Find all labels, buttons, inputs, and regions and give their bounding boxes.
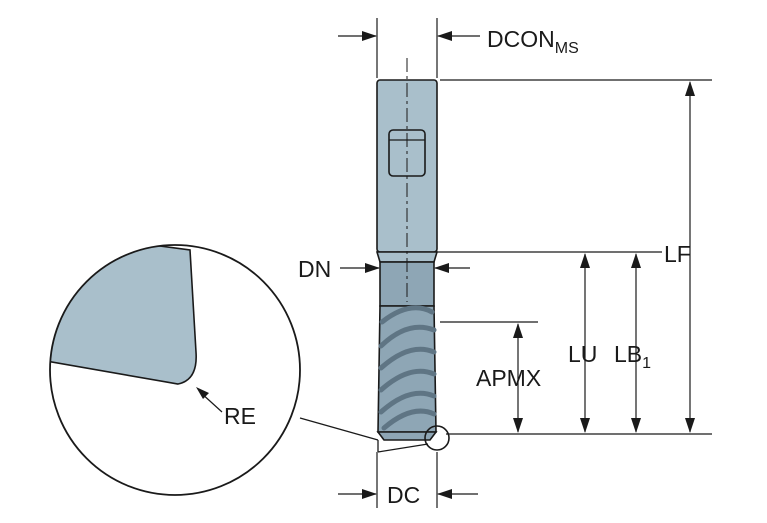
dn-label: DN (298, 256, 331, 282)
detail-cutter-section (50, 245, 197, 385)
lb1-dimension (631, 253, 641, 433)
flute-helix-lines (378, 305, 437, 431)
dn-dimension (340, 263, 470, 273)
lb1-label: LB1 (614, 341, 651, 372)
lu-dimension (580, 253, 590, 433)
tool-tip (376, 431, 438, 441)
re-pointer (196, 387, 223, 413)
apmx-label: APMX (476, 365, 541, 391)
end-mill-tool (375, 58, 439, 441)
dcon-ms-label: DCONMS (487, 26, 579, 57)
corner-detail-marker (424, 425, 450, 451)
lf-dimension (440, 79, 712, 433)
re-label: RE (224, 403, 256, 429)
apmx-dimension (440, 321, 538, 433)
dcon-ms-dimension (338, 18, 480, 78)
lf-label: LF (664, 241, 691, 267)
dc-label: DC (387, 482, 420, 508)
lu-label: LU (568, 341, 597, 367)
dc-dimension (338, 452, 478, 508)
